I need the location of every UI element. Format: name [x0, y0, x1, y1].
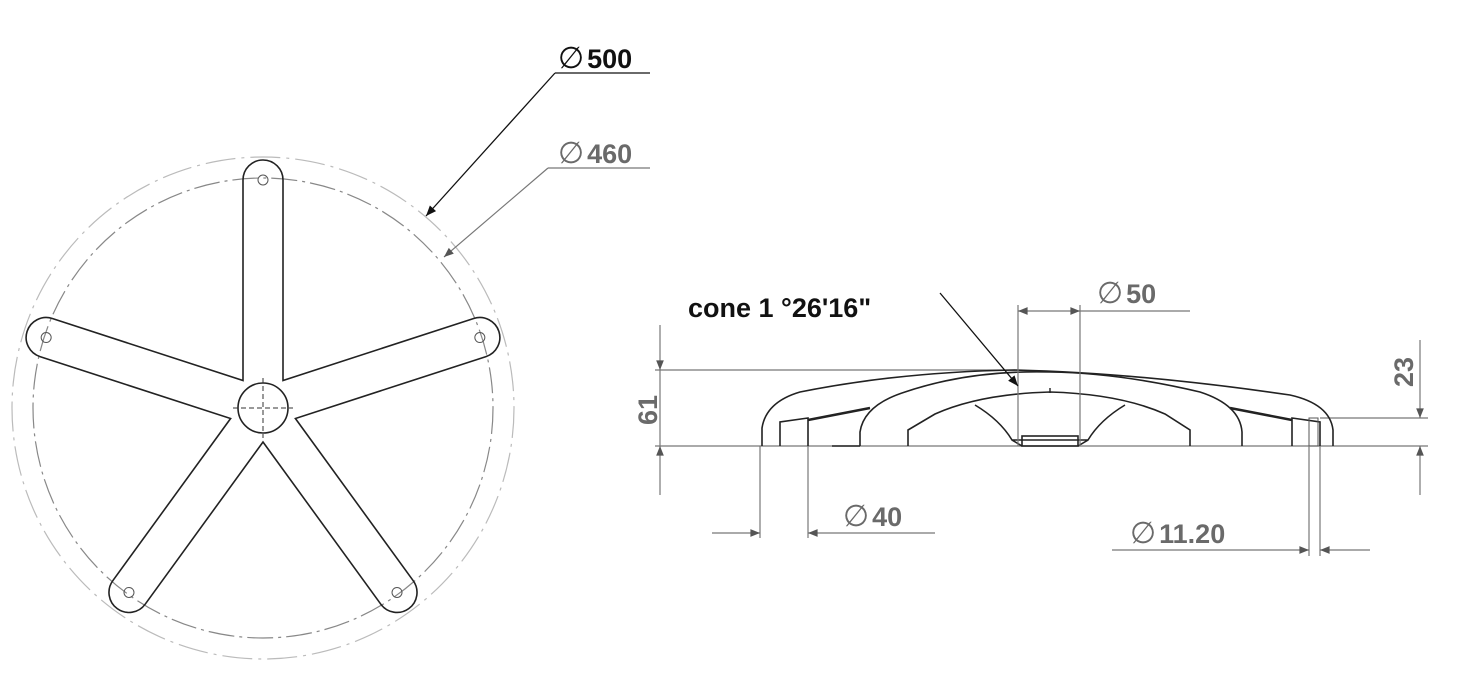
side-view: 61 23 ∅50 cone 1 °26'16" ∅40 ∅11.20: [633, 276, 1428, 556]
caster-hole: [257, 174, 269, 186]
top-view: ∅500 ∅460: [11, 41, 650, 660]
five-star-base-outline: [25, 159, 501, 614]
inner-arch: [859, 371, 1243, 446]
dim-460-label: ∅460: [558, 136, 632, 171]
dim-23-label: 23: [1389, 357, 1419, 387]
dim-50-label: ∅50: [1097, 276, 1156, 311]
cone-angle-label: cone 1 °26'16": [688, 293, 871, 323]
pitch-circle: [32, 177, 494, 639]
caster-holes: [40, 174, 486, 598]
caster-hole: [474, 332, 486, 344]
dim-11-20-label: ∅11.20: [1130, 516, 1225, 551]
outer-diameter-circle: [11, 156, 515, 660]
dim-500-leader: [425, 72, 556, 217]
cone-leader: [939, 292, 1019, 387]
left-rib: [807, 406, 871, 422]
center-boss: [1021, 435, 1079, 447]
dim-61-label: 61: [633, 395, 663, 425]
dim-460-leader: [443, 167, 549, 258]
caster-hole: [123, 586, 135, 598]
left-foot-pocket: [779, 417, 809, 446]
caster-hole: [391, 586, 403, 598]
outer-shell: [761, 369, 1334, 446]
caster-hole-section: [1308, 417, 1319, 447]
caster-hole: [40, 332, 52, 344]
dim-500-label: ∅500: [558, 41, 632, 76]
right-rib: [1229, 406, 1293, 422]
dim-40-label: ∅40: [843, 499, 902, 534]
cone-walls: [974, 404, 1126, 447]
inner-arch-underside: [907, 391, 1191, 446]
right-foot-pocket: [1291, 417, 1321, 446]
